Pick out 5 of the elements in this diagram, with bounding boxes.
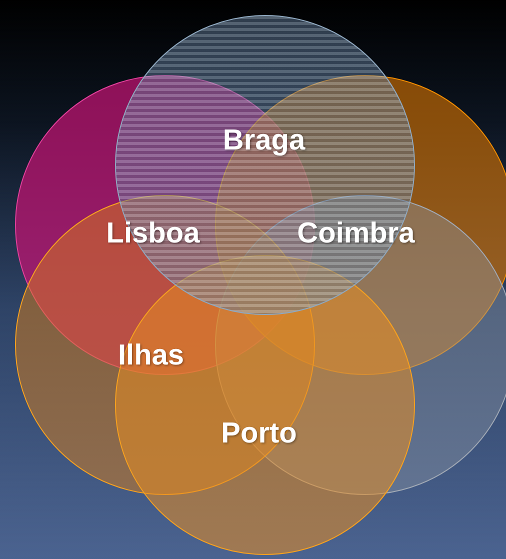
region-label: Braga: [222, 124, 306, 158]
region-label: Lisboa: [106, 218, 200, 250]
region-label: Coimbra: [297, 218, 415, 250]
region-label: Porto: [221, 418, 297, 450]
region-label: Ilhas: [118, 340, 184, 372]
